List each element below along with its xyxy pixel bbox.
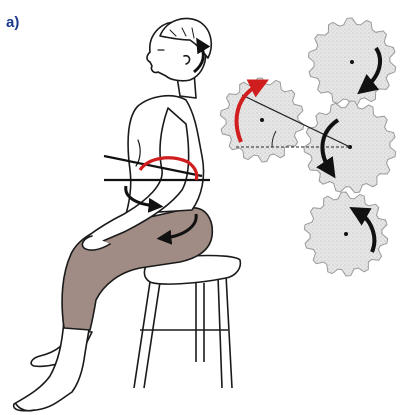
seated-person bbox=[14, 18, 213, 410]
stool bbox=[134, 256, 240, 388]
gear-top-left-axle bbox=[260, 118, 264, 122]
gear-bottom-axle bbox=[344, 232, 348, 236]
gear-top-right-axle bbox=[350, 60, 354, 64]
